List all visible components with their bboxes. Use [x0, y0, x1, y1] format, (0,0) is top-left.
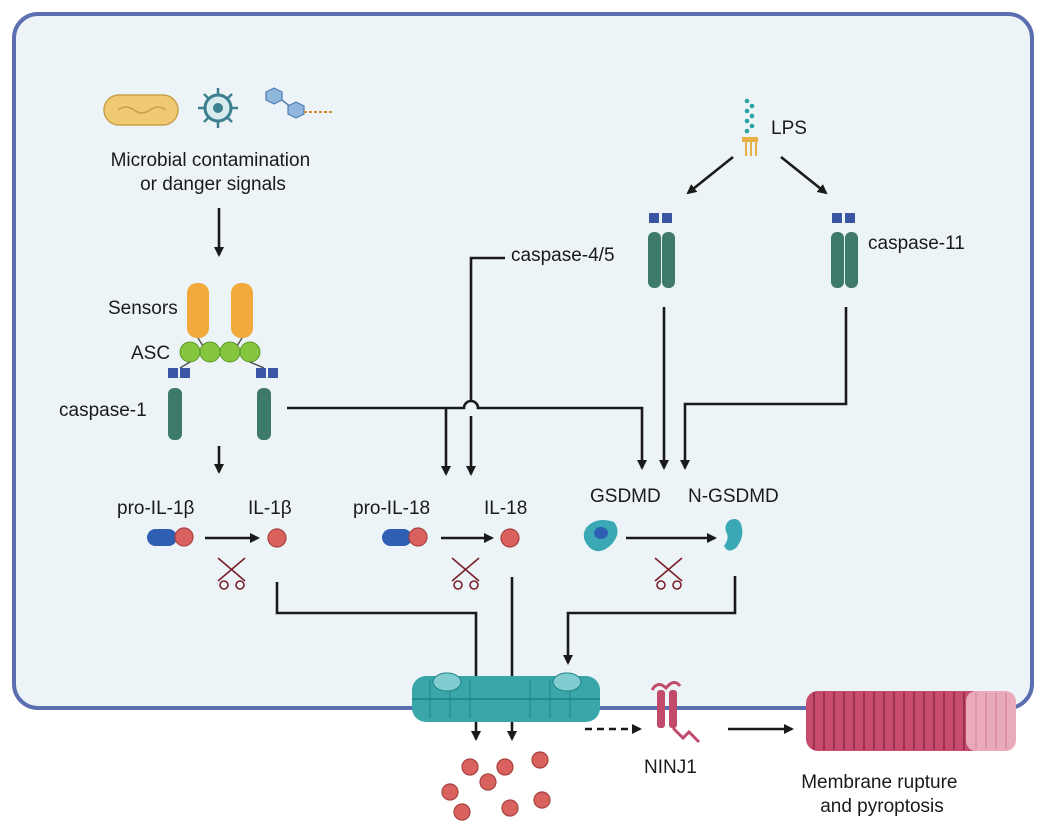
- ninj1-protein: [650, 681, 701, 744]
- n-gsdmd-label: N-GSDMD: [688, 486, 779, 507]
- line-caspase1-to-gsdmd: [287, 399, 647, 470]
- sensors-label: Sensors: [108, 298, 178, 319]
- arrow-lps-to-caspase11: [780, 155, 828, 195]
- ninj1-label: NINJ1: [644, 757, 697, 778]
- il1b-molecule: [267, 528, 287, 548]
- caspase-11-protein: [831, 213, 858, 288]
- n-gsdmd-molecule: [724, 519, 743, 551]
- arrow-lps-to-caspase45: [686, 155, 734, 195]
- caspase-1-label: caspase-1: [59, 400, 147, 421]
- il18-molecule: [500, 528, 520, 548]
- caspase-1-protein: [168, 361, 278, 440]
- caspase-11-label: caspase-11: [868, 233, 965, 254]
- pro-il18-molecule: [382, 527, 428, 547]
- il18-label: IL-18: [484, 498, 527, 519]
- il1b-label: IL-1β: [248, 498, 292, 519]
- membrane-rupture-icon: [806, 691, 1016, 751]
- asc-label: ASC: [131, 343, 170, 364]
- gsdmd-label: GSDMD: [590, 486, 661, 507]
- asc-adaptor: [179, 341, 261, 363]
- caspase-4-5-label: caspase-4/5: [511, 245, 615, 266]
- scissors-icon: [654, 557, 683, 590]
- microbial-label: Microbial contamination or danger signal…: [111, 150, 316, 195]
- inflammasome-sensors: [187, 283, 253, 347]
- gsdmd-molecule: [583, 520, 618, 552]
- pro-il1b-molecule: [147, 527, 194, 547]
- line-caspase45-to-il18: [471, 256, 505, 474]
- released-cytokines: [441, 751, 551, 821]
- rupture-label: Membrane rupture and pyroptosis: [801, 772, 963, 817]
- scissors-icon: [451, 557, 480, 590]
- caspase-4-5-protein: [648, 213, 675, 288]
- gasdermin-pore: [412, 672, 600, 722]
- virus-icon: [198, 88, 238, 128]
- molecule-icon: [265, 87, 334, 119]
- line-n-gsdmd-to-pore: [563, 576, 737, 665]
- lps-label: LPS: [771, 118, 807, 139]
- lps-icon: [742, 98, 758, 156]
- line-caspase11-to-gsdmd: [680, 307, 848, 470]
- pro-il18-label: pro-IL-18: [353, 498, 430, 519]
- pro-il1b-label: pro-IL-1β: [117, 498, 195, 519]
- scissors-icon: [217, 557, 246, 590]
- bacterium-icon: [103, 94, 179, 126]
